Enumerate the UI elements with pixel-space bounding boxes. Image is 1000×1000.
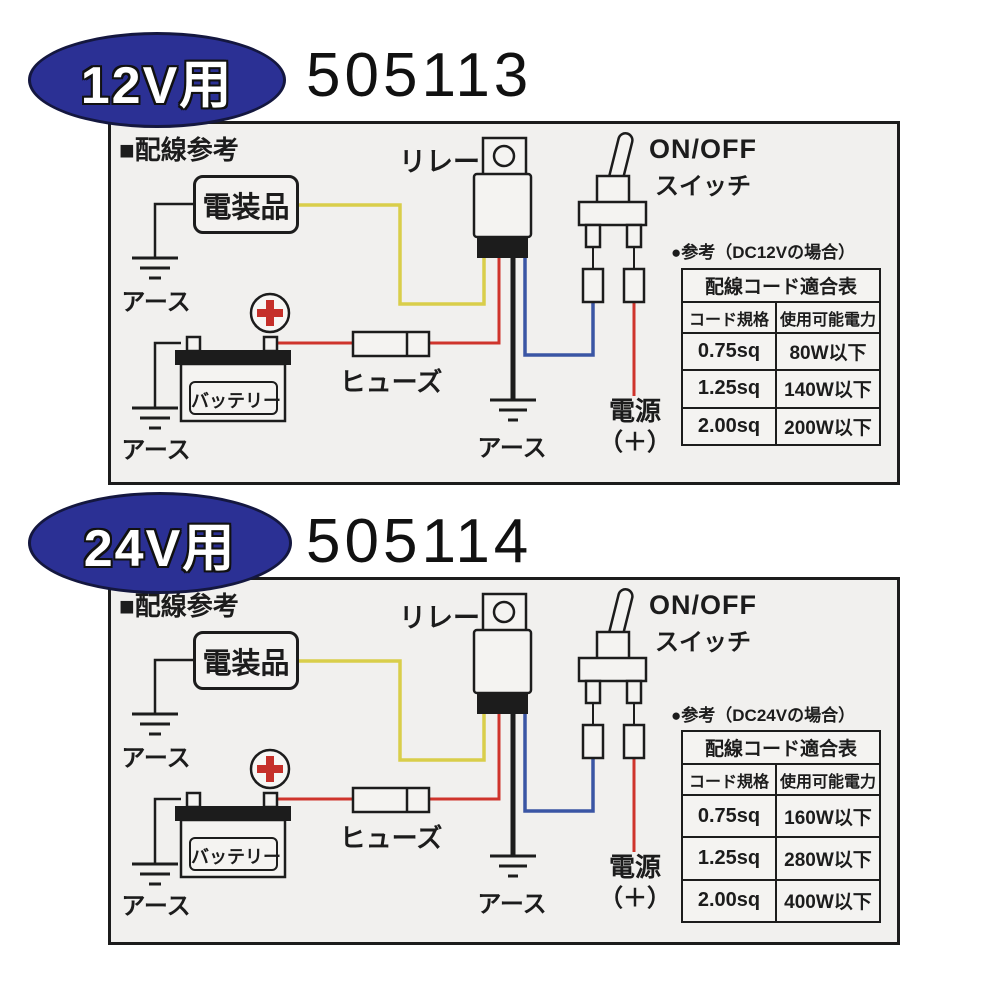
cord-table-24v: 配線コード適合表 コード規格 使用可能電力 0.75sq 160W以下 1.25… (681, 730, 881, 923)
product-number-12v: 505113 (306, 41, 533, 110)
cord-size: 0.75sq (697, 804, 761, 827)
equipment-label: 電装品 (202, 647, 290, 680)
battery-label: バッテリー (191, 847, 281, 867)
switch-label: スイッチ (655, 629, 751, 656)
power-label-line2: （＋） (599, 884, 671, 912)
max-power: 140W以下 (775, 371, 879, 407)
ground-label-relay: アース (477, 891, 547, 918)
relay-label: リレー (399, 147, 480, 177)
table-row: 0.75sq 80W以下 (683, 332, 879, 370)
max-power: 80W以下 (775, 334, 879, 370)
relay-label: リレー (399, 603, 480, 633)
section-title: ■配線参考 (119, 591, 239, 621)
cord-size: 2.00sq (697, 414, 761, 437)
equipment-label: 電装品 (202, 191, 290, 224)
power-label: 電源 （＋） (588, 851, 682, 914)
onoff-label: ON/OFF (649, 134, 757, 164)
cord-table-title: 配線コード適合表 (704, 739, 857, 760)
table-row: 1.25sq 140W以下 (683, 369, 879, 407)
max-power: 160W以下 (775, 796, 879, 837)
voltage-badge-12v: 12V用 (28, 32, 286, 128)
max-power: 200W以下 (775, 408, 879, 444)
onoff-label: ON/OFF (649, 590, 757, 620)
table-row: 2.00sq 200W以下 (683, 406, 879, 444)
voltage-badge-24v: 24V用 (28, 492, 292, 594)
col-header-cord: コード規格 (688, 311, 769, 329)
ground-label-equipment: アース (121, 745, 191, 772)
cord-table-12v: 配線コード適合表 コード規格 使用可能電力 0.75sq 80W以下 1.25s… (681, 268, 881, 446)
cord-size: 1.25sq (697, 846, 761, 869)
ground-label-battery: アース (121, 893, 191, 920)
voltage-badge-label: 24V用 (83, 519, 237, 578)
cord-table-title: 配線コード適合表 (704, 277, 857, 298)
fuse-label: ヒューズ (339, 367, 443, 397)
reference-note-12v: ●参考（DC12Vの場合） (671, 243, 856, 262)
table-row: 2.00sq 400W以下 (683, 878, 879, 921)
col-header-power: 使用可能電力 (775, 765, 879, 794)
max-power: 280W以下 (775, 838, 879, 879)
table-row: 0.75sq 160W以下 (683, 794, 879, 837)
power-label: 電源 （＋） (588, 395, 682, 458)
col-header-cord: コード規格 (688, 773, 769, 791)
ground-label-battery: アース (121, 437, 191, 464)
power-label-line1: 電源 (608, 852, 661, 882)
reference-note-24v: ●参考（DC24Vの場合） (671, 706, 856, 725)
cord-size: 2.00sq (697, 889, 761, 912)
col-header-power: 使用可能電力 (775, 303, 879, 332)
ground-label-relay: アース (477, 435, 547, 462)
power-label-line2: （＋） (599, 428, 671, 456)
wiring-panel-12v: ■配線参考 リレー ON/OFF スイッチ 電装品 アース アース アース バッ… (108, 121, 900, 485)
cord-table-header: コード規格 使用可能電力 (683, 763, 879, 794)
wiring-panel-24v: ■配線参考 リレー ON/OFF スイッチ 電装品 アース アース アース バッ… (108, 577, 900, 945)
equipment-box: 電装品 (193, 175, 299, 234)
fuse-label: ヒューズ (339, 823, 443, 853)
equipment-box: 電装品 (193, 631, 299, 690)
product-number-24v: 505114 (306, 507, 533, 576)
cord-size: 0.75sq (697, 340, 761, 363)
ground-label-equipment: アース (121, 289, 191, 316)
cord-table-header: コード規格 使用可能電力 (683, 301, 879, 332)
power-label-line1: 電源 (608, 396, 661, 426)
max-power: 400W以下 (775, 880, 879, 921)
switch-label: スイッチ (655, 173, 751, 200)
section-title: ■配線参考 (119, 135, 239, 165)
battery-label: バッテリー (191, 391, 281, 411)
voltage-badge-label: 12V用 (80, 56, 234, 115)
table-row: 1.25sq 280W以下 (683, 836, 879, 879)
cord-size: 1.25sq (697, 377, 761, 400)
